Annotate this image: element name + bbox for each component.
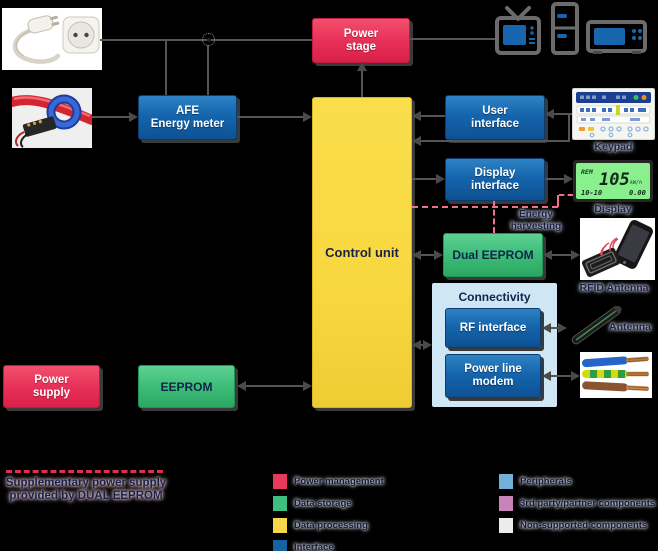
arrowhead [412, 250, 421, 260]
tv-icon [495, 5, 541, 55]
arrowhead [542, 323, 551, 333]
arrowhead [571, 371, 580, 381]
mains-plug-photo [2, 8, 102, 70]
arrowhead [436, 174, 445, 184]
keypad-image [572, 88, 655, 140]
arrowhead [412, 340, 421, 350]
connector-line [551, 327, 559, 329]
legend-row: Data storage [273, 496, 352, 511]
legend-label: 3rd party/partner components [520, 498, 656, 509]
arrowhead [237, 381, 246, 391]
user-interface-box: User interface [445, 95, 545, 140]
dual-eeprom-box: Dual EEPROM [443, 233, 543, 277]
lcd-bottom-right: 0.00 [629, 189, 646, 197]
energy-harvesting-dash [559, 194, 573, 196]
lcd-unit: kW/h [630, 180, 642, 186]
legend-label: Peripherals [520, 476, 572, 487]
arrowhead [542, 371, 551, 381]
legend-swatch [499, 496, 513, 511]
arrowhead [545, 109, 554, 119]
arrowhead [412, 136, 421, 146]
connector-line [568, 114, 570, 142]
rfid-antenna-image [580, 218, 655, 280]
mains-wires-image [580, 352, 652, 398]
arrowhead [303, 381, 312, 391]
connectivity-title: Connectivity [458, 290, 531, 304]
legend-row: Data processing [273, 518, 368, 533]
energy-harvesting-dash [412, 206, 558, 208]
connector-line [545, 178, 564, 180]
arrowhead [412, 111, 421, 121]
legend-swatch [273, 518, 287, 533]
legend-row: Peripherals [499, 474, 572, 489]
legend-row: 3rd party/partner components [499, 496, 655, 511]
legend-label: Power management [294, 476, 384, 487]
arrowhead [357, 62, 367, 71]
connector-line [207, 45, 209, 95]
connector-line [421, 254, 435, 256]
lcd-display-image: REM 105 kW/h 10-10 0.00 [573, 160, 653, 202]
legend-row: Interface [273, 540, 334, 551]
arrowhead [564, 174, 573, 184]
connector-line [554, 113, 572, 115]
energy-harvesting-dash [557, 195, 559, 207]
power-stage-box: Power stage [312, 18, 410, 63]
legend-label: Data processing [294, 520, 368, 531]
arrowhead [543, 250, 552, 260]
power-supply-box: Power supply [3, 365, 100, 408]
arrowhead [129, 112, 138, 122]
keypad-caption: Keypad [594, 141, 633, 153]
energy-harvesting-caption: Energy harvesting [510, 209, 562, 232]
connector-line [412, 178, 436, 180]
connector-line [420, 344, 424, 346]
legend-label: Interface [294, 542, 334, 551]
legend-label: Data storage [294, 498, 352, 509]
energy-harvesting-dash [493, 201, 495, 233]
connector-line [165, 40, 167, 95]
legend-label: Non-supported components [520, 520, 648, 531]
display-interface-box: Display interface [445, 158, 545, 201]
supplementary-note: Supplementary power supply provided by D… [5, 477, 167, 502]
rf-interface-box: RF interface [445, 308, 541, 348]
connector-line [421, 140, 570, 142]
lcd-mode: REM [581, 168, 594, 176]
legend-swatch [499, 474, 513, 489]
refrigerator-icon [550, 2, 580, 55]
legend-swatch [273, 474, 287, 489]
connector-line [410, 38, 495, 40]
legend-swatch [499, 518, 513, 533]
antenna-caption: Antenna [609, 321, 651, 333]
connector-line [92, 116, 130, 118]
legend-row: Non-supported components [499, 518, 647, 533]
connector-line [237, 116, 303, 118]
arrowhead [571, 250, 580, 260]
power-line-modem-box: Power line modem [445, 354, 541, 398]
note-dashed-line [6, 470, 163, 473]
legend-swatch [273, 540, 287, 551]
microwave-icon [586, 20, 648, 56]
junction-node [202, 33, 215, 46]
arrowhead [434, 250, 443, 260]
connector-line [361, 69, 363, 97]
current-transformer-photo [12, 88, 92, 148]
lcd-bottom-left: 10-10 [581, 189, 602, 197]
connector-line [421, 115, 445, 117]
lcd-value: 105 [599, 170, 630, 190]
control-unit-box: Control unit [312, 97, 412, 408]
legend-swatch [273, 496, 287, 511]
connector-line [246, 385, 303, 387]
arrowhead [558, 323, 567, 333]
afe-energy-meter-box: AFE Energy meter [138, 95, 237, 140]
connector-line [552, 254, 571, 256]
antenna-image [566, 298, 630, 350]
display-caption: Display [594, 203, 632, 215]
legend-row: Power management [273, 474, 384, 489]
rfid-antenna-caption: RFID Antenna [579, 282, 649, 294]
eeprom-box: EEPROM [138, 365, 235, 408]
arrowhead [303, 112, 312, 122]
arrowhead [423, 340, 432, 350]
connector-line [551, 375, 571, 377]
